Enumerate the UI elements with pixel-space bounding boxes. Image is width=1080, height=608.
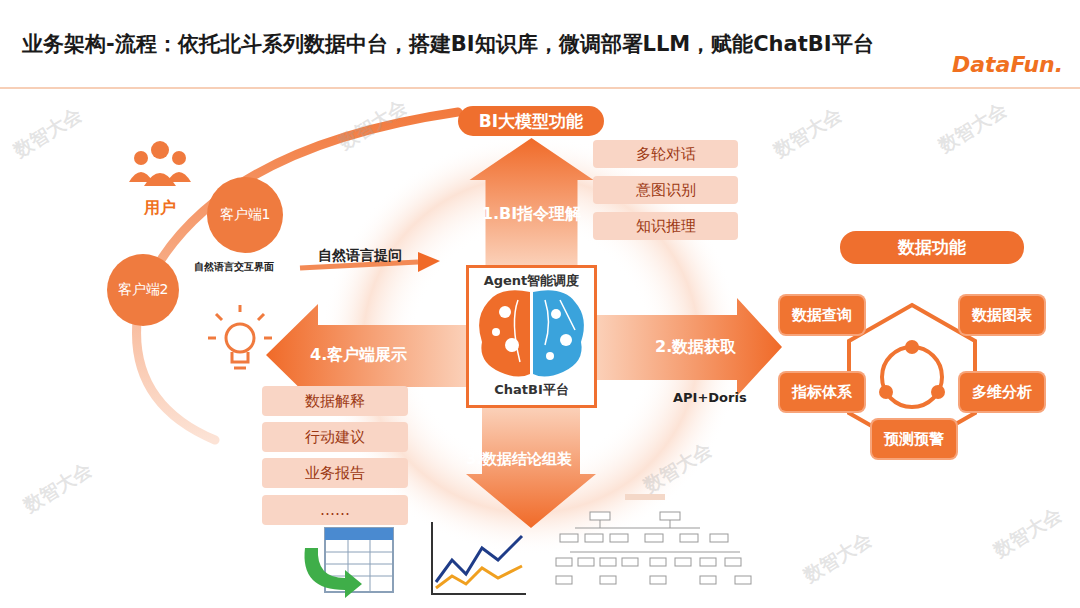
feature-box: 多轮对话 (593, 140, 738, 168)
question-arrowhead (418, 252, 440, 272)
watermark: 数智大会 (799, 527, 877, 589)
watermark: 数智大会 (9, 102, 87, 164)
client-circle: 客户端1 (207, 177, 283, 253)
data-box: 预测预警 (872, 420, 956, 458)
node-text: 客户端2 (118, 281, 169, 299)
data-box: 数据查询 (780, 296, 864, 334)
header-rule (0, 87, 1080, 88)
data-box: 多维分析 (960, 373, 1044, 411)
feature-box: 知识推理 (593, 212, 738, 240)
node-text: 数据功能 (898, 236, 966, 259)
client-arc (137, 112, 458, 440)
lightbulb-icon (208, 305, 272, 368)
spreadsheet-icon (305, 528, 394, 598)
node-text: 预测预警 (884, 430, 944, 449)
tech-label: API+Doris (673, 390, 747, 405)
fat-arrow-right (597, 298, 782, 396)
watermark: 数智大会 (769, 102, 847, 164)
node-text: 多维分析 (972, 383, 1032, 402)
data-box: 数据图表 (960, 296, 1044, 334)
org-chart (556, 494, 751, 584)
node-text: BI大模型功能 (479, 110, 583, 133)
watermark: 数智大会 (934, 97, 1012, 159)
line-chart (432, 522, 526, 594)
output-box: 数据解释 (262, 386, 408, 416)
node-text: 客户端1 (220, 206, 271, 224)
data-box: 指标体系 (780, 373, 864, 411)
node-text: Agent智能调度 (484, 272, 580, 290)
node-text: 多轮对话 (636, 145, 696, 164)
title: 业务架构-流程：依托北斗系列数据中台，搭建BI知识库，微调部署LLM，赋能Cha… (22, 30, 874, 58)
feature-box: 意图识别 (593, 176, 738, 204)
logo-text: DataFun. (952, 52, 1063, 77)
node-text: …… (320, 501, 350, 519)
node-text: ChatBI平台 (494, 381, 569, 399)
arrow-label: 自然语言提问 (318, 247, 402, 265)
users-icon (129, 141, 191, 186)
header-pill: 数据功能 (840, 231, 1024, 264)
node-text: 数据查询 (792, 306, 852, 325)
output-box: 行动建议 (262, 422, 408, 452)
step-label: 2.数据获取 (655, 337, 736, 358)
user-label: 用户 (144, 198, 176, 219)
client-circle: 客户端2 (107, 254, 179, 326)
output-box: 业务报告 (262, 458, 408, 488)
watermark: 数智大会 (989, 502, 1067, 564)
step-label: 3.数据结论组装 (466, 450, 572, 469)
node-text: 数据解释 (305, 392, 365, 411)
node-text: 知识推理 (636, 217, 696, 236)
step-label: 1.BI指令理解 (482, 204, 581, 225)
node-text: 指标体系 (792, 383, 852, 402)
node-text: 意图识别 (636, 181, 696, 200)
output-box: …… (262, 495, 408, 525)
header-pill: BI大模型功能 (458, 106, 604, 136)
node-text: 行动建议 (305, 428, 365, 447)
node-text: 业务报告 (305, 464, 365, 483)
center-ground (466, 265, 597, 408)
watermark: 数智大会 (19, 457, 97, 519)
fat-arrow-down (466, 408, 596, 528)
step-label: 4.客户端展示 (310, 345, 407, 366)
node-text: 数据图表 (972, 306, 1032, 325)
fat-arrow-connector (470, 138, 594, 265)
brain-illustration (479, 290, 584, 376)
caption-text: 自然语言交互界面 (194, 260, 274, 274)
platform-box: Agent智能调度 ChatBI平台 (466, 265, 597, 408)
